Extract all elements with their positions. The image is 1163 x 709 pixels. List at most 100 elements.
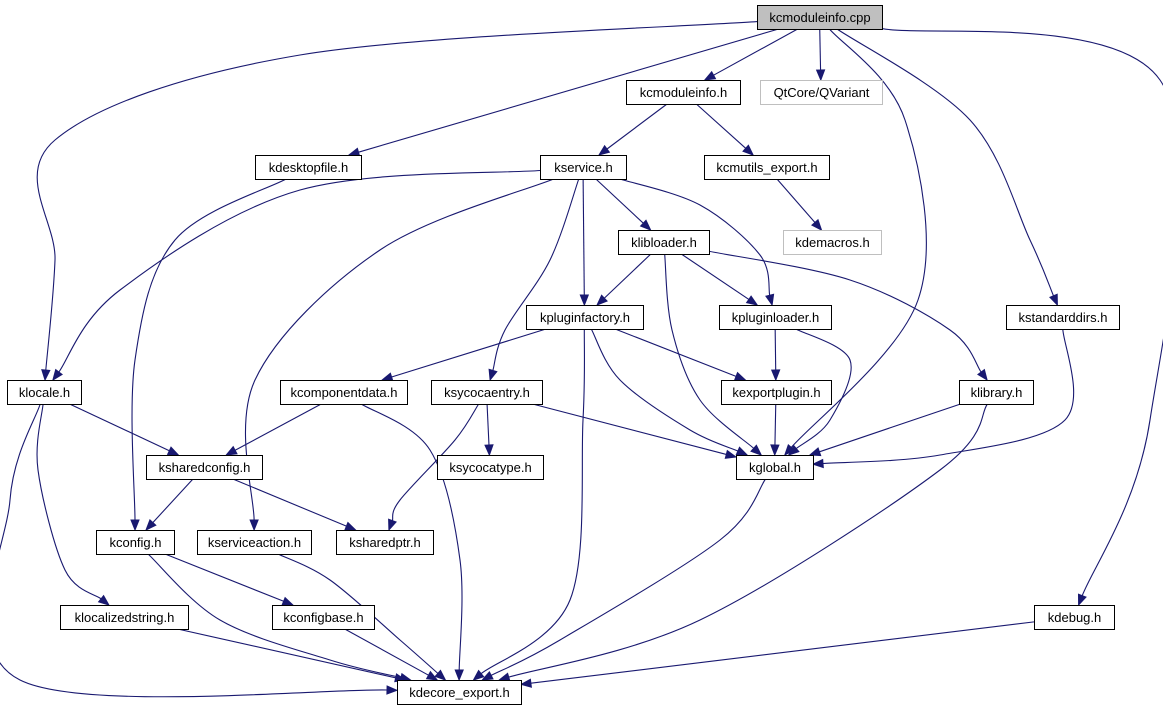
edge-kpluginloader-to-kexportplugin <box>770 328 781 382</box>
arrowhead-icon <box>145 519 157 531</box>
node-kcmoduleinfo-h[interactable]: kcmoduleinfo.h <box>626 80 741 105</box>
edge-line <box>664 253 755 449</box>
edge-line <box>795 328 852 449</box>
arrowhead-icon <box>808 447 822 457</box>
arrowhead-icon <box>488 368 498 382</box>
node-klibloader[interactable]: klibloader.h <box>618 230 710 255</box>
node-kpluginloader[interactable]: kpluginloader.h <box>719 305 832 330</box>
node-box <box>626 80 741 105</box>
node-kstandarddirs[interactable]: kstandarddirs.h <box>1006 305 1120 330</box>
edge-kglobal-to-kdecore_export <box>481 478 766 681</box>
node-box <box>959 380 1034 405</box>
edge-kservice-to-kpluginfactory <box>579 178 590 307</box>
node-label: kserviceaction.h <box>208 535 301 550</box>
node-label: kstandarddirs.h <box>1019 310 1108 325</box>
node-ksharedptr[interactable]: ksharedptr.h <box>336 530 434 555</box>
node-box <box>146 455 263 480</box>
edge-line <box>358 28 779 153</box>
node-ksharedconfig[interactable]: ksharedconfig.h <box>146 455 263 480</box>
node-kserviceaction[interactable]: kserviceaction.h <box>197 530 312 555</box>
arrowhead-icon <box>386 685 399 695</box>
node-klocale[interactable]: klocale.h <box>7 380 82 405</box>
edge-line <box>713 28 798 76</box>
node-kcomponentdata[interactable]: kcomponentdata.h <box>280 380 408 405</box>
node-label: kcmoduleinfo.cpp <box>769 10 870 25</box>
edge-kcmoduleinfo_cpp-to-klocale <box>36 21 758 382</box>
node-kdesktopfile[interactable]: kdesktopfile.h <box>255 155 362 180</box>
node-kconfigbase[interactable]: kconfigbase.h <box>272 605 375 630</box>
node-ksycocatype[interactable]: ksycocatype.h <box>437 455 544 480</box>
edge-line <box>774 403 777 446</box>
node-label: kconfig.h <box>109 535 161 550</box>
node-label: kdebug.h <box>1048 610 1102 625</box>
node-label: ksycocaentry.h <box>444 385 530 400</box>
edge-kservice-to-klocale <box>52 169 541 382</box>
node-kservice[interactable]: kservice.h <box>540 155 627 180</box>
edge-line <box>595 178 644 224</box>
edge-line <box>774 328 777 371</box>
node-kdemacros[interactable]: kdemacros.h <box>783 230 882 255</box>
edge-kconfigbase-to-kdecore_export <box>344 628 439 681</box>
node-kpluginfactory[interactable]: kpluginfactory.h <box>526 305 644 330</box>
node-label: QtCore/QVariant <box>774 85 870 100</box>
node-kexportplugin[interactable]: kexportplugin.h <box>721 380 832 405</box>
node-label: klocale.h <box>19 385 70 400</box>
arrowhead-icon <box>579 294 590 307</box>
node-label: kexportplugin.h <box>732 385 820 400</box>
edge-line <box>681 253 750 300</box>
node-label: klibrary.h <box>971 385 1023 400</box>
node-label: ksycocatype.h <box>449 460 531 475</box>
edge-line <box>708 250 982 373</box>
node-qvariant[interactable]: QtCore/QVariant <box>760 80 883 105</box>
edge-kcomponentdata-to-ksharedconfig <box>225 403 322 456</box>
edge-line <box>508 403 988 678</box>
node-box <box>1034 605 1115 630</box>
arrowhead-icon <box>703 70 717 81</box>
arrowhead-icon <box>519 678 532 688</box>
node-kconfig[interactable]: kconfig.h <box>96 530 175 555</box>
node-kdebug[interactable]: kdebug.h <box>1034 605 1115 630</box>
arrowhead-icon <box>770 444 780 457</box>
edge-kpluginfactory-to-kdecore_export <box>472 328 586 681</box>
edge-kcmoduleinfo_cpp-to-kcmoduleinfo_h <box>703 28 798 81</box>
edge-line <box>790 28 927 448</box>
node-ksycocaentry[interactable]: ksycocaentry.h <box>431 380 543 405</box>
edge-line <box>604 253 652 299</box>
node-kcmoduleinfo-cpp[interactable]: kcmoduleinfo.cpp <box>757 5 883 30</box>
arrowhead-icon <box>733 371 747 381</box>
edge-kpluginfactory-to-kglobal <box>590 328 749 456</box>
arrowhead-icon <box>787 444 800 456</box>
edge-kcmutils_export-to-kdemacros <box>776 178 823 232</box>
arrowhead-icon <box>1077 593 1087 607</box>
arrowhead-icon <box>597 144 611 156</box>
edge-kservice-to-kpluginloader <box>619 178 775 307</box>
edge-line <box>492 178 580 371</box>
edge-line <box>36 21 758 371</box>
edge-kpluginloader-to-kglobal <box>787 328 852 456</box>
edge-klibloader-to-kpluginfactory <box>596 253 652 306</box>
node-kcmutils-export[interactable]: kcmutils_export.h <box>704 155 830 180</box>
node-box <box>60 605 189 630</box>
node-label: ksharedconfig.h <box>159 460 251 475</box>
node-klibrary[interactable]: klibrary.h <box>959 380 1034 405</box>
arrowhead-icon <box>249 519 259 532</box>
node-box <box>280 380 408 405</box>
edge-ksycocaentry-to-ksharedptr <box>388 403 480 532</box>
node-box <box>757 5 883 30</box>
edge-kpluginfactory-to-kcomponentdata <box>380 328 547 382</box>
node-box <box>96 530 175 555</box>
edge-line <box>391 403 480 521</box>
edge-line <box>530 621 1035 684</box>
node-box <box>721 380 832 405</box>
node-kdecore-export[interactable]: kdecore_export.h <box>397 680 522 705</box>
node-label: kdesktopfile.h <box>269 160 349 175</box>
arrowhead-icon <box>750 444 763 456</box>
node-kglobal[interactable]: kglobal.h <box>736 455 814 480</box>
edge-line <box>836 28 1055 297</box>
edge-kexportplugin-to-kglobal <box>770 403 780 457</box>
edge-kservice-to-ksycocaentry <box>488 178 580 382</box>
edge-ksharedconfig-to-ksharedptr <box>232 478 357 531</box>
edge-ksharedconfig-to-kconfig <box>145 478 194 531</box>
node-klocalizedstring[interactable]: klocalizedstring.h <box>60 605 189 630</box>
